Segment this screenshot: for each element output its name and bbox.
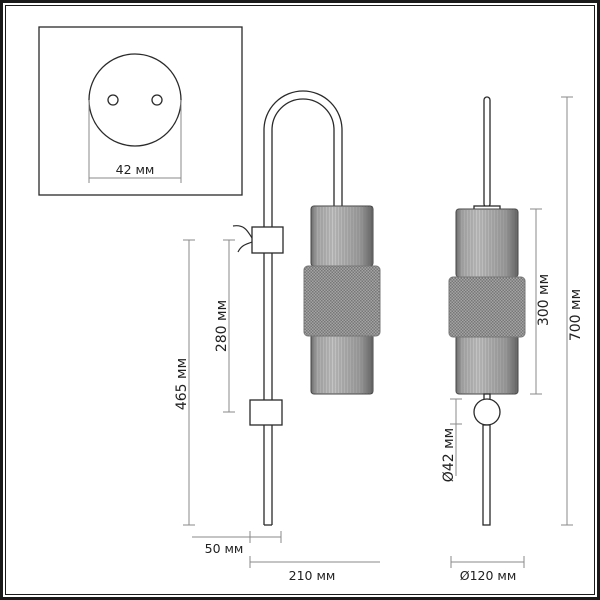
mounting-plate-inset: 42 мм bbox=[38, 26, 243, 196]
wall-bracket-bottom bbox=[249, 399, 283, 426]
wall-bracket-top bbox=[251, 226, 284, 254]
dimension-label-ball-diameter: Ø42 мм bbox=[441, 428, 457, 482]
dimension-label-210: 210 мм bbox=[289, 568, 336, 583]
knurled-band bbox=[448, 276, 526, 338]
rod-inner bbox=[271, 98, 335, 525]
dimension-label-300: 300 мм bbox=[536, 274, 552, 326]
rod-outer bbox=[263, 90, 343, 525]
dimension-label-700: 700 мм bbox=[568, 289, 584, 341]
decorative-ball bbox=[473, 398, 501, 426]
dimension-label-shade-diameter: Ø120 мм bbox=[460, 568, 517, 583]
front-view: 300 мм 700 мм Ø42 мм Ø120 мм bbox=[441, 96, 584, 583]
bottom-rod bbox=[482, 424, 491, 526]
side-view: 465 мм 280 мм 50 мм 210 мм bbox=[174, 90, 381, 583]
dimension-label-50: 50 мм bbox=[205, 541, 244, 556]
lamp-shade-side bbox=[303, 205, 381, 395]
wire-icon bbox=[232, 225, 253, 239]
knurled-band bbox=[303, 265, 381, 337]
top-rod bbox=[483, 96, 491, 208]
screw-hole-left bbox=[107, 94, 119, 106]
mounting-plate-circle bbox=[88, 53, 182, 147]
dimension-label-465: 465 мм bbox=[174, 358, 190, 410]
dimension-label-280: 280 мм bbox=[214, 300, 230, 352]
screw-hole-right bbox=[151, 94, 163, 106]
dimension-label-42: 42 мм bbox=[116, 162, 155, 177]
lamp-shade-front bbox=[448, 208, 526, 395]
inner-frame bbox=[5, 5, 595, 595]
